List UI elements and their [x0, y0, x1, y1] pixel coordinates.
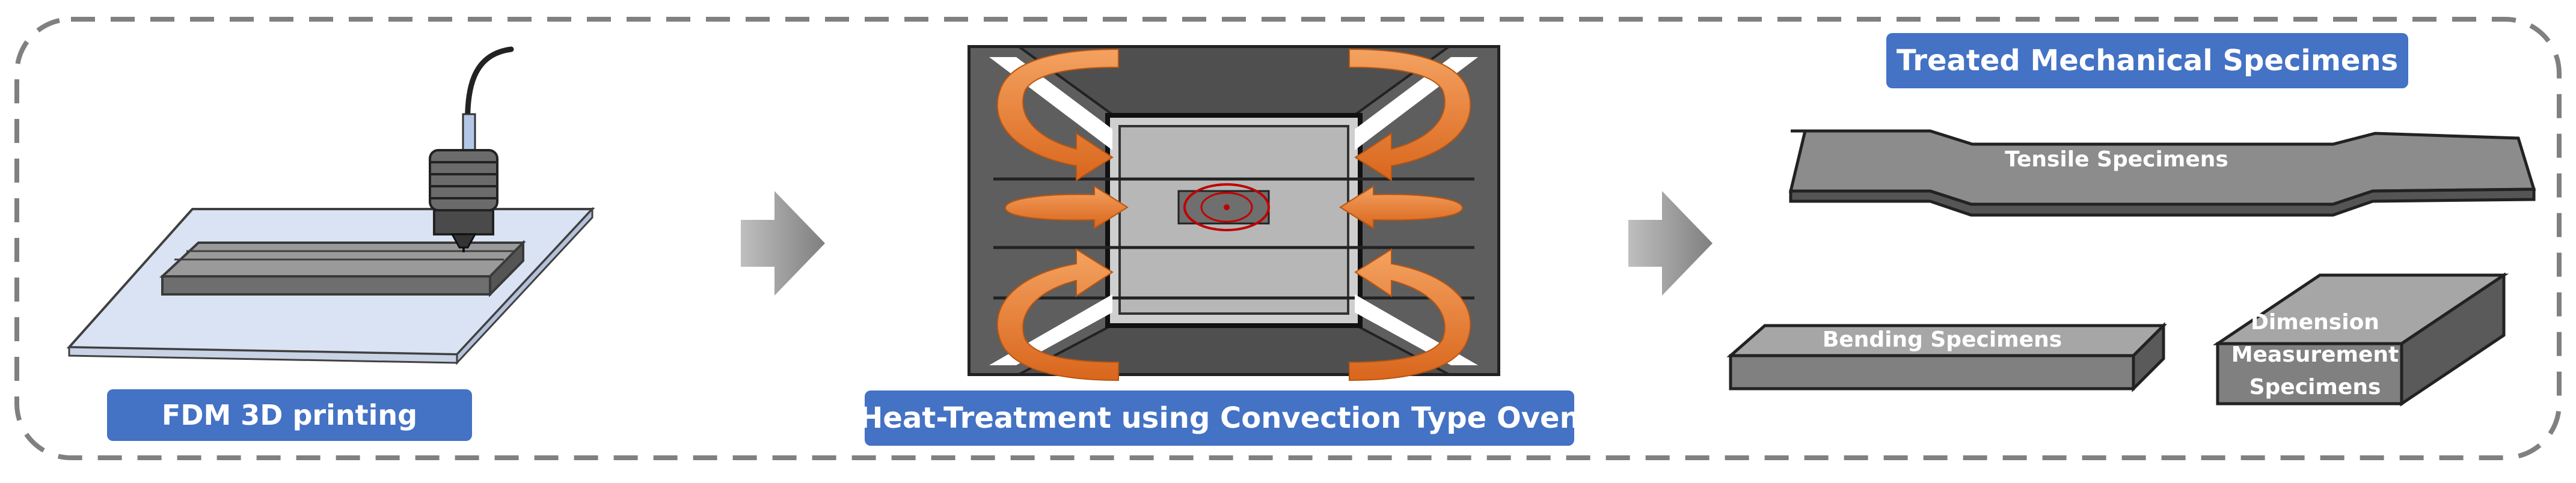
- heat-treatment-label: Heat-Treatment using Convection Type Ove…: [859, 390, 1580, 446]
- bending-specimen-label: Bending Specimens: [1822, 327, 2062, 352]
- dimension-label-line1: Dimension: [2251, 310, 2379, 335]
- outer-frame: [14, 17, 2562, 460]
- dimension-label-line3: Specimens: [2249, 375, 2381, 399]
- fdm-printing-label: FDM 3D printing: [107, 389, 472, 441]
- dimension-specimen: [2212, 272, 2509, 407]
- dimension-specimen-label: Dimension Measurement Specimens: [2219, 306, 2411, 404]
- dimension-label-line2: Measurement: [2231, 342, 2399, 367]
- tensile-specimen: [1788, 129, 2536, 217]
- convection-oven-illustration: [968, 45, 1500, 381]
- heat-flow-arrow-icon: [996, 48, 1471, 381]
- process-arrow-icon: [741, 191, 825, 296]
- printer-nozzle-icon: [429, 149, 498, 252]
- fdm-printer-illustration: [66, 46, 595, 365]
- bending-specimen: [1726, 321, 2168, 393]
- process-arrow-icon: [1628, 191, 1713, 296]
- treated-specimens-label: Treated Mechanical Specimens: [1886, 33, 2408, 88]
- tensile-specimen-label: Tensile Specimens: [2005, 147, 2228, 172]
